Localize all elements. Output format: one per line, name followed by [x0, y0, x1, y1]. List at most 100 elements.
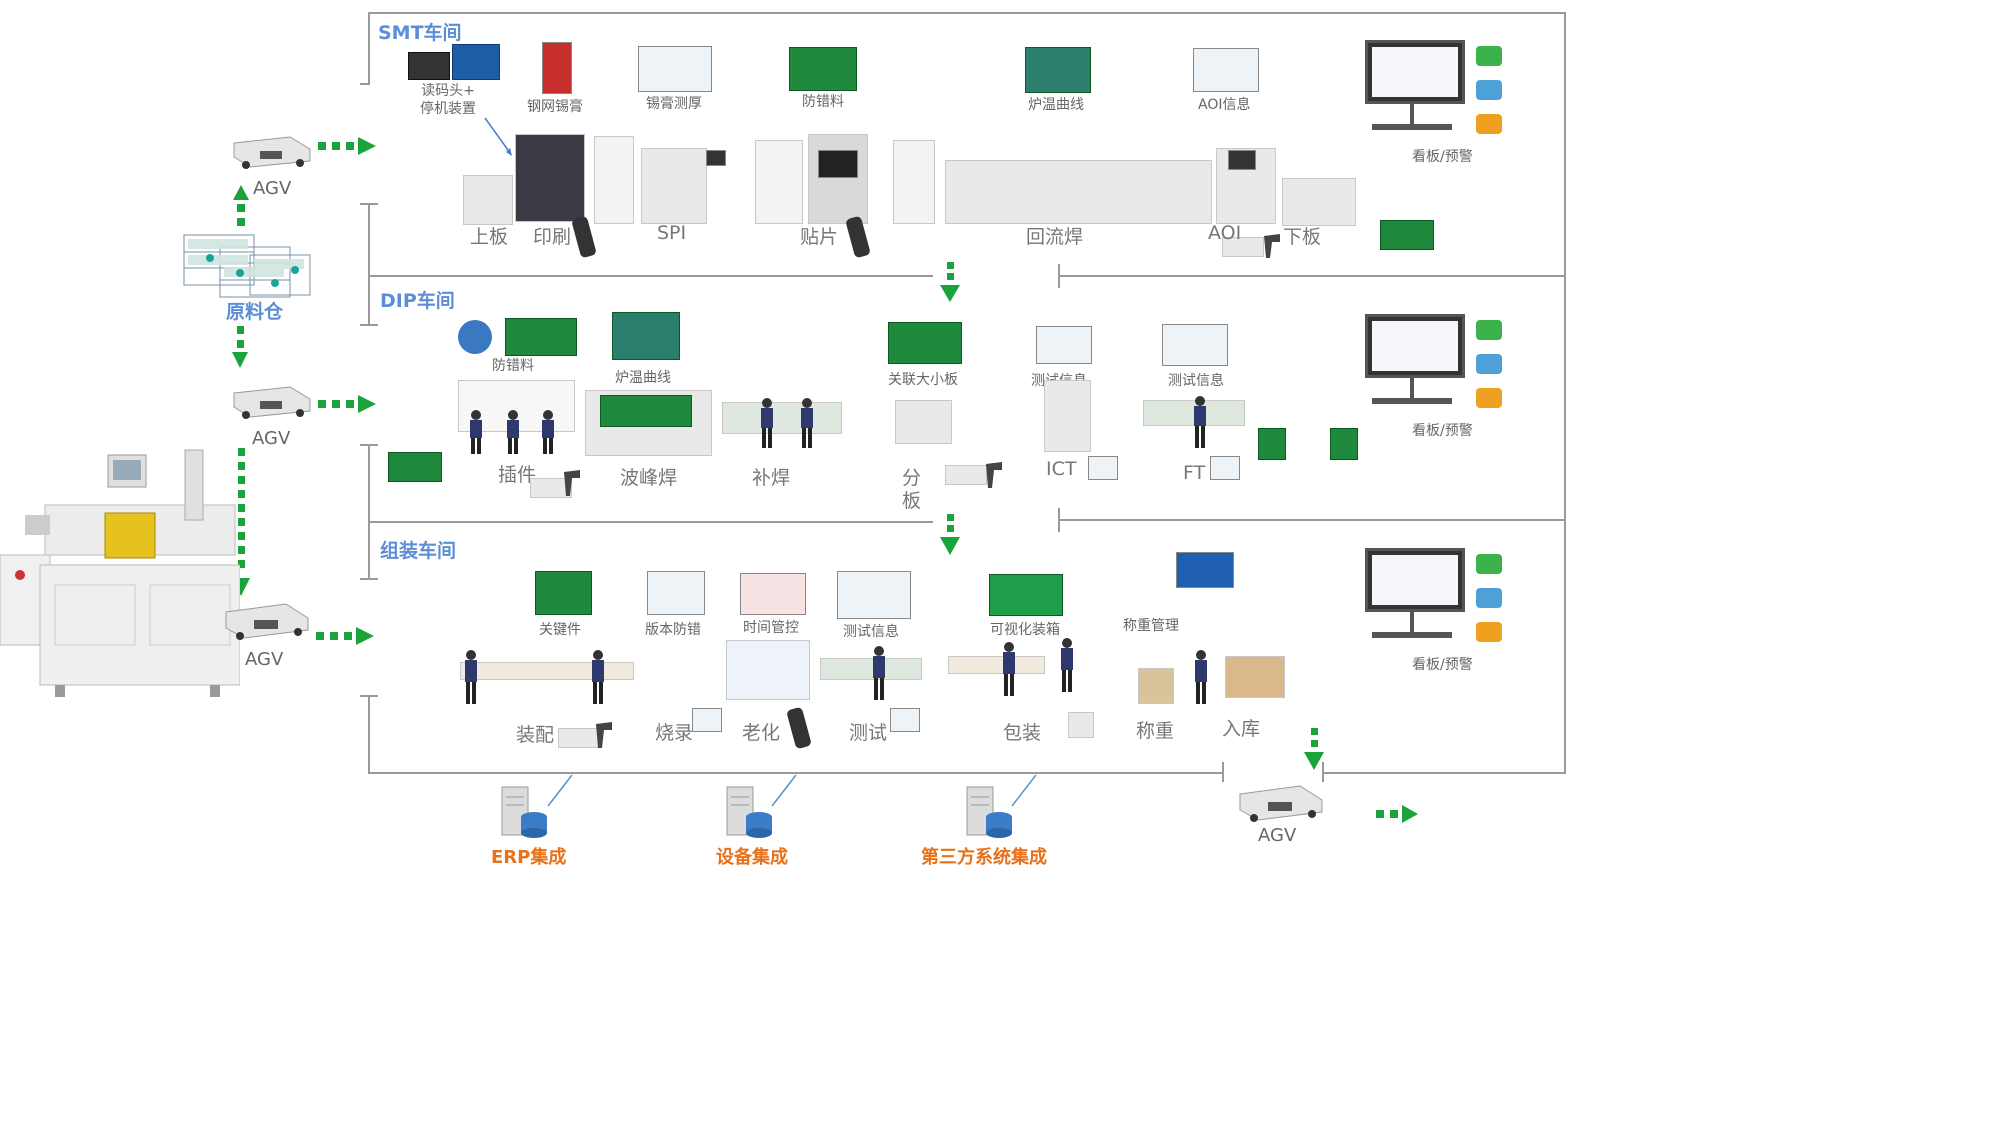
weigh-scale: [1138, 668, 1174, 704]
asm-station-aging: 老化: [742, 722, 781, 744]
kanban-stand: [1410, 612, 1414, 634]
asm-bottom-tick-1: [1222, 762, 1224, 782]
kanban-stand: [1410, 378, 1414, 400]
agv-vehicle-3: [225, 603, 309, 640]
smt-aoi-info-label: AOI信息: [1198, 97, 1251, 113]
smt-station-print: 印刷: [533, 226, 572, 248]
kanban-stand: [1372, 124, 1452, 130]
server-database-icon: [726, 786, 772, 838]
stencil-screen: [542, 42, 572, 94]
asm-station-assemble: 装配: [516, 724, 555, 746]
integration-equipment: 设备集成: [716, 847, 788, 868]
smt-bottom-tick: [1058, 264, 1060, 288]
agv-vehicle-1: [233, 136, 311, 169]
kanban-stand: [1372, 398, 1452, 404]
asm-kanban-board: [1365, 548, 1465, 612]
pc-icon: [890, 708, 920, 732]
worker-icon: [507, 410, 519, 454]
storage-pallet-boxes: [1225, 656, 1285, 698]
barcode-icon: [458, 320, 492, 354]
scanner-base: [530, 478, 572, 498]
integration-third-party: 第三方系统集成: [921, 847, 1047, 868]
dip-test-info-label-2: 测试信息: [1168, 373, 1224, 389]
wave-solder-inner: [600, 395, 692, 427]
barcode-gun-icon: [1264, 234, 1280, 258]
pcb-stack: [388, 452, 442, 482]
dip-station-ict: ICT: [1046, 458, 1077, 480]
dip-bracket-top: [360, 444, 378, 446]
wechat-icon: [1476, 554, 1502, 574]
smt-kanban-board: [1365, 40, 1465, 104]
asm-station-burn: 烧录: [655, 722, 694, 744]
smt-reflow-oven: [945, 160, 1212, 224]
dip-bracket: [368, 444, 370, 579]
packaging-machine: [0, 449, 240, 697]
dip-station-ft: FT: [1183, 462, 1206, 484]
worker-icon: [873, 646, 885, 700]
smt-station-unload: 下板: [1283, 226, 1322, 248]
asm-pack-bench: [948, 656, 1045, 674]
dip-station-split-2: 板: [902, 490, 922, 512]
asm-version-label: 版本防错: [645, 622, 701, 638]
smt-bracket-2-foot: [360, 324, 378, 326]
worker-icon: [1195, 650, 1207, 704]
frame-right: [1564, 12, 1566, 774]
weigh-tablet: [1176, 552, 1234, 588]
dip-repair-bench: [722, 402, 842, 434]
agv-label-4: AGV: [1258, 825, 1297, 846]
asm-kanban-label: 看板/预警: [1412, 657, 1473, 673]
asm-bracket: [368, 695, 370, 774]
barcode-gun-icon: [986, 462, 1002, 488]
packing-visual-board: [989, 574, 1063, 616]
worker-icon: [465, 650, 477, 704]
smt-bracket-foot: [360, 83, 370, 85]
smt-station-aoi: AOI: [1208, 222, 1242, 244]
smt-anti-error-label: 防错料: [802, 94, 844, 110]
section-title-assembly: 组装车间: [380, 540, 457, 562]
smt-bracket: [368, 12, 370, 84]
agv-vehicle-2: [233, 386, 311, 419]
dip-station-repair: 补焊: [752, 467, 791, 489]
smt-bottom-line: [368, 275, 933, 277]
dip-ict-machine: [1044, 380, 1091, 452]
frame-top: [368, 12, 1566, 14]
smt-aoi-monitor: [1228, 150, 1256, 170]
asm-station-test: 测试: [849, 722, 888, 744]
message-icon: [1476, 80, 1502, 100]
smt-bracket-2-top: [360, 203, 378, 205]
worker-icon: [801, 398, 813, 448]
asm-packing-label: 可视化装箱: [990, 622, 1060, 638]
stop-device: [452, 44, 500, 80]
scanner-base: [1222, 237, 1264, 257]
label-printer: [1068, 712, 1094, 738]
solder-thickness-screen: [638, 46, 712, 92]
worker-icon: [542, 410, 554, 454]
agv-label-1: AGV: [253, 178, 292, 199]
smt-bracket-2: [368, 203, 370, 325]
dip-bottom-tick: [1058, 508, 1060, 532]
pcb-stack: [1330, 428, 1358, 460]
smt-station-reflow: 回流焊: [1026, 226, 1084, 248]
asm-bracket-top: [360, 695, 378, 697]
barcode-gun-icon: [564, 470, 580, 496]
arrow-right-output: [1376, 805, 1418, 823]
dip-link-board: [888, 322, 962, 364]
dip-kanban-board: [1365, 314, 1465, 378]
worker-icon: [1194, 396, 1206, 448]
asm-weigh-mgmt-label: 称重管理: [1123, 618, 1179, 634]
barcode-gun-icon: [596, 722, 612, 748]
reader-pointer: [484, 117, 509, 151]
smt-bottom-line-right: [1058, 275, 1566, 277]
smt-conveyor-2: [755, 140, 803, 224]
key-parts-board: [535, 571, 592, 615]
message-icon: [1476, 588, 1502, 608]
section-title-dip: DIP车间: [380, 290, 455, 312]
smt-solder-label: 锡膏测厚: [646, 96, 702, 112]
dip-test-info-screen-1: [1036, 326, 1092, 364]
flow-arrows: [232, 117, 1418, 823]
warehouse-racks: [183, 234, 311, 298]
time-control-screen: [740, 573, 806, 615]
arrow-right-assembly: [316, 627, 374, 645]
arrow-down-warehouse: [232, 326, 248, 368]
agv-label-3: AGV: [245, 649, 284, 670]
